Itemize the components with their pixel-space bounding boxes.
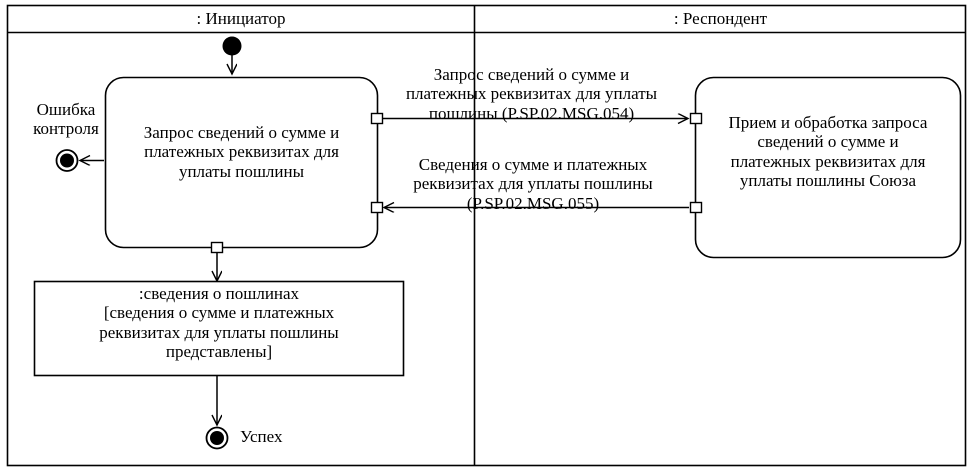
final-node-success [205,426,229,450]
activity-right-shape[interactable] [689,76,962,259]
initial-node [222,36,242,75]
object-node-shape[interactable] [33,280,405,377]
activity-left-shape[interactable] [104,76,384,254]
final-node-error [55,149,79,172]
